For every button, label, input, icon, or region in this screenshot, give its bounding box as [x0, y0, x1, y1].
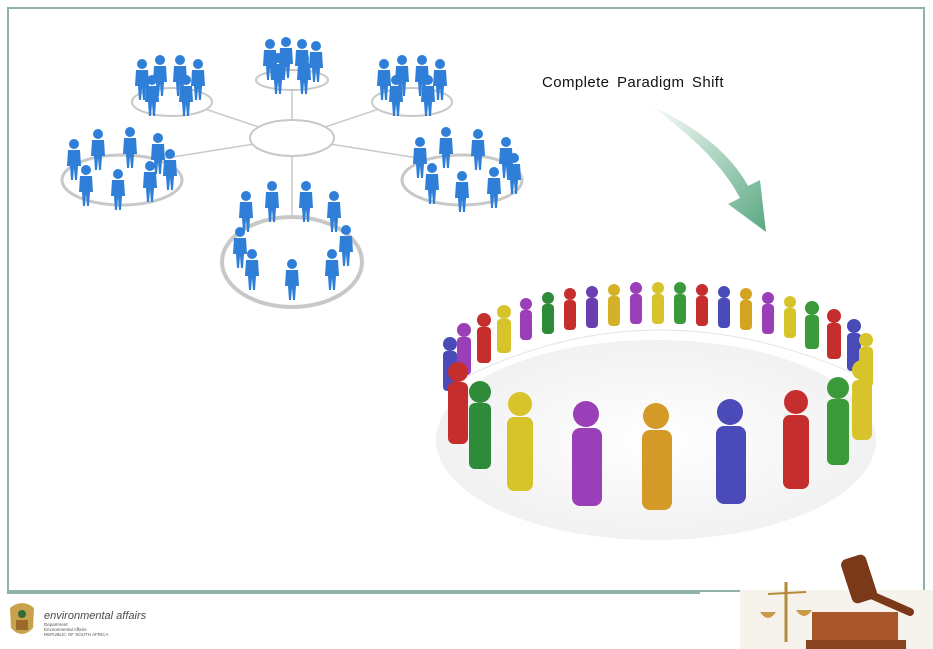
coat-of-arms-icon	[10, 603, 34, 634]
logo-line-2: Environmental Affairs	[44, 627, 87, 632]
networked-groups-illustration	[60, 37, 524, 309]
curved-arrow-icon	[648, 104, 766, 232]
logo-line-1: Department:	[44, 622, 69, 627]
logo-main-text: environmental affairs	[44, 610, 147, 622]
gavel-scales-illustration	[740, 554, 933, 649]
logo-line-3: REPUBLIC OF SOUTH AFRICA	[44, 632, 109, 637]
department-logo: environmental affairs Department: Enviro…	[44, 610, 147, 638]
people-circle-illustration	[436, 282, 876, 540]
slide-caption: Complete Paradigm Shift	[542, 74, 724, 91]
